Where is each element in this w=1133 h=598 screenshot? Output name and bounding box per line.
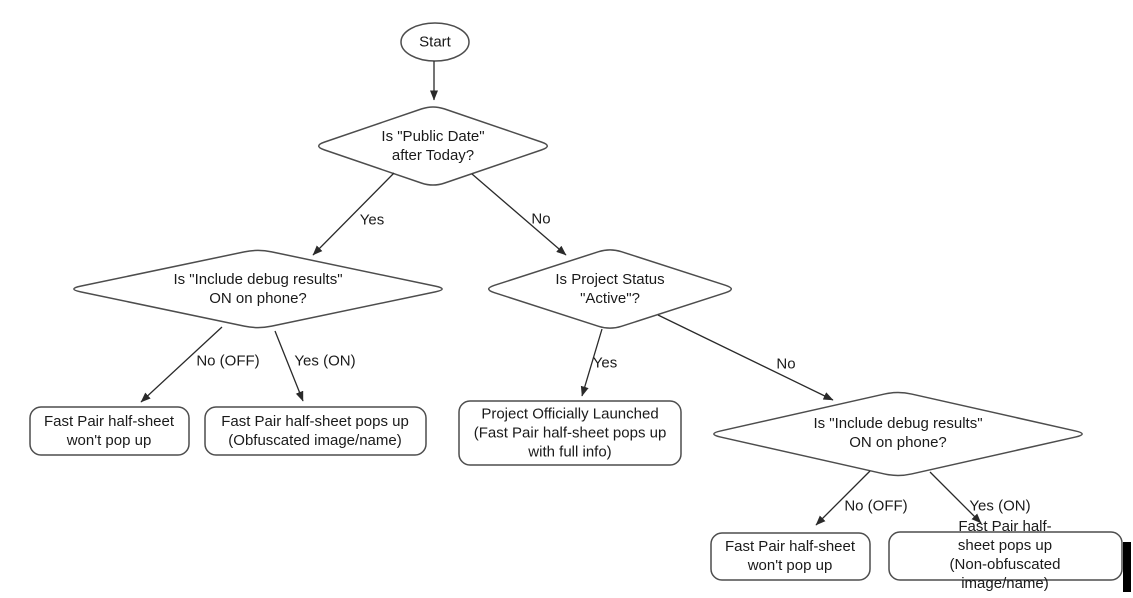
start-terminator-shape (400, 22, 470, 62)
edge-debug-left-no-off (140, 326, 223, 403)
edge-label-public-date-yes: Yes (359, 211, 385, 229)
edge-project-status-no (657, 314, 834, 401)
result-no-popup-left-label: Fast Pair half-sheet won't pop up (43, 413, 175, 449)
result-non-obfuscated-shape (888, 531, 1123, 581)
decision-project-status-label: Is Project Status "Active"? (555, 271, 665, 307)
result-non-obfuscated-label: Fast Pair half-sheet pops up (Non-obfusc… (949, 518, 1061, 592)
decision-debug-left-label: Is "Include debug results" ON on phone? (173, 271, 343, 307)
decision-public-date-label: Is "Public Date" after Today? (381, 128, 485, 164)
edge-label-project-status-yes: Yes (592, 354, 618, 372)
result-launched-label: Project Officially Launched (Fast Pair h… (473, 405, 667, 461)
edge-public-date-yes (312, 172, 395, 256)
edge-project-status-yes (580, 328, 603, 397)
decision-debug-left-shape (73, 249, 443, 329)
result-obfuscated-shape (204, 406, 427, 456)
result-launched-shape (458, 400, 682, 466)
result-no-popup-left-shape (29, 406, 190, 456)
decision-debug-right-label: Is "Include debug results" ON on phone? (813, 415, 983, 451)
edge-label-debug-right-no-off: No (OFF) (844, 497, 908, 515)
result-no-popup-right-label: Fast Pair half-sheet won't pop up (724, 538, 856, 574)
edge-label-debug-left-no-off: No (OFF) (196, 352, 260, 370)
edge-debug-right-yes-on (929, 471, 982, 524)
edge-debug-right-no-off (815, 470, 871, 526)
edge-public-date-no (471, 173, 567, 256)
text-cursor-artifact (1123, 542, 1131, 592)
start-node-label: Start (419, 33, 451, 51)
edge-label-debug-left-yes-on: Yes (ON) (294, 352, 356, 370)
edge-label-public-date-no: No (531, 210, 551, 228)
decision-project-status-shape (487, 249, 733, 329)
edge-label-project-status-no: No (776, 355, 796, 373)
decision-public-date-shape (317, 106, 549, 186)
decision-debug-right-shape (713, 391, 1083, 477)
result-obfuscated-label: Fast Pair half-sheet pops up (Obfuscated… (221, 413, 409, 449)
edge-debug-left-yes-on (274, 330, 304, 402)
result-no-popup-right-shape (710, 532, 871, 581)
edge-label-debug-right-yes-on: Yes (ON) (969, 497, 1031, 515)
